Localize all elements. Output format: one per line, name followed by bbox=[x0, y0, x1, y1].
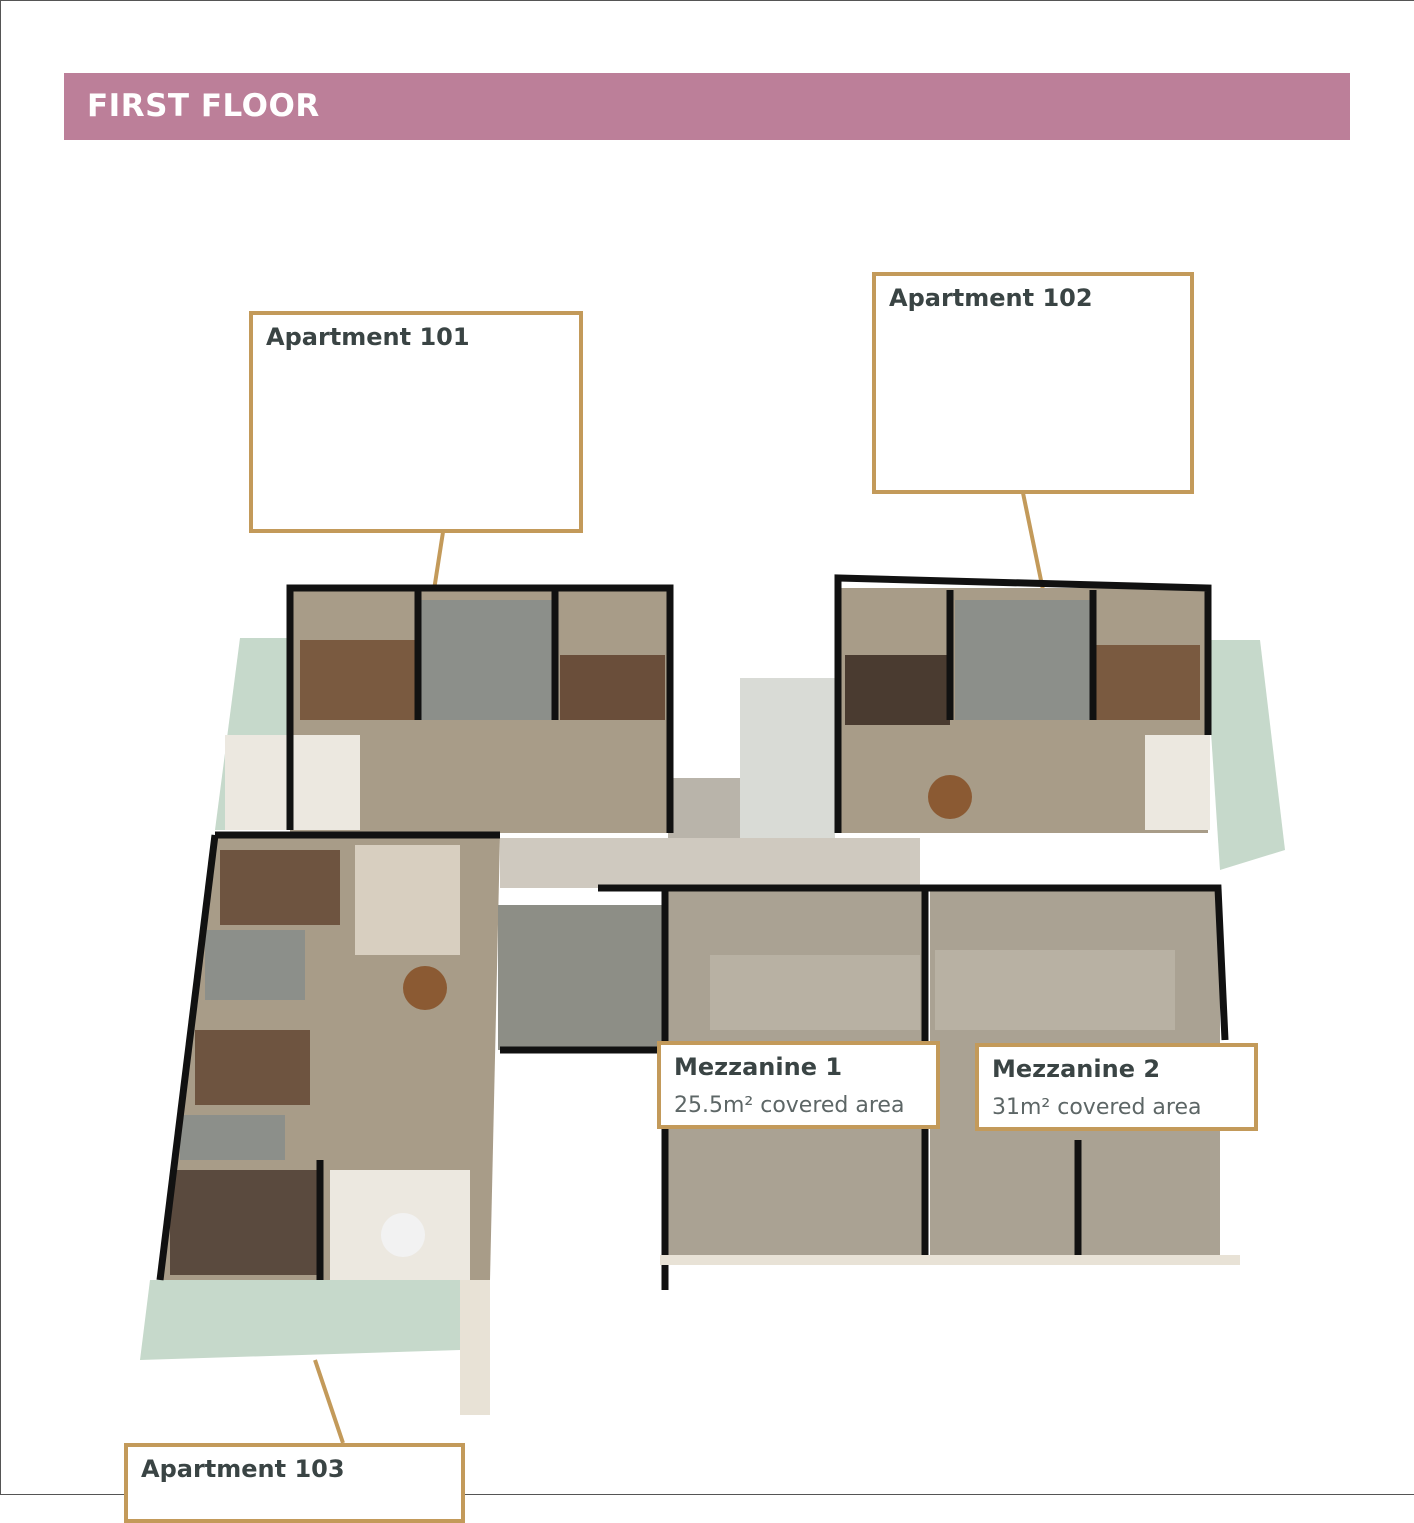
section-header: FIRST FLOOR bbox=[64, 73, 1350, 140]
mezzanine-1-title: Mezzanine 1 bbox=[674, 1053, 843, 1081]
void bbox=[498, 905, 663, 1050]
mezzanine-1-label: Mezzanine 1 25.5m² covered area bbox=[657, 1041, 940, 1129]
apartment-101-title: Apartment 101 bbox=[266, 323, 470, 351]
mezzanine-2-area: 31m² covered area bbox=[992, 1095, 1202, 1120]
terrace-102 bbox=[1205, 640, 1285, 870]
bathroom-101 bbox=[420, 600, 555, 720]
terrace-103 bbox=[140, 1280, 460, 1360]
leader-line-103 bbox=[313, 1359, 345, 1444]
bedroom-101-a bbox=[300, 640, 415, 720]
apartment-103-title: Apartment 103 bbox=[141, 1455, 345, 1483]
bathroom-103-b bbox=[180, 1115, 285, 1160]
section-title: FIRST FLOOR bbox=[87, 88, 320, 124]
dining-table-103 bbox=[403, 966, 447, 1010]
apartment-102-label: Apartment 102 bbox=[872, 272, 1194, 494]
bathroom-103-a bbox=[205, 930, 305, 1000]
apartment-101-label: Apartment 101 bbox=[249, 311, 583, 533]
mezzanine-2-title: Mezzanine 2 bbox=[992, 1055, 1161, 1083]
balcony-102 bbox=[1145, 735, 1210, 830]
apartment-102-title: Apartment 102 bbox=[889, 284, 1093, 312]
bedroom-103-a bbox=[220, 850, 340, 925]
kitchen-103 bbox=[355, 845, 460, 955]
leader-line-102 bbox=[1021, 492, 1045, 591]
mezzanine-1-deck bbox=[710, 955, 920, 1030]
mezzanine-2-deck bbox=[935, 950, 1175, 1030]
terrace-table-103 bbox=[381, 1213, 425, 1257]
apartment-103-label: Apartment 103 bbox=[124, 1443, 465, 1523]
leader-line-101 bbox=[432, 531, 445, 591]
stair-core bbox=[740, 678, 835, 838]
mezzanine-2-label: Mezzanine 2 31m² covered area bbox=[975, 1043, 1258, 1131]
mezzanine-1-area: 25.5m² covered area bbox=[674, 1093, 905, 1118]
bedroom-101-b bbox=[560, 655, 665, 720]
dining-table-102 bbox=[928, 775, 972, 819]
bedroom-103-b bbox=[195, 1030, 310, 1105]
boundary-wall bbox=[460, 1280, 490, 1415]
bedroom-102-b bbox=[1095, 645, 1200, 720]
mezzanine-edge bbox=[660, 1255, 1240, 1265]
corridor bbox=[500, 838, 920, 888]
bedroom-102-a bbox=[845, 655, 950, 725]
bedroom-103-c bbox=[170, 1170, 320, 1275]
bathroom-102 bbox=[955, 600, 1090, 720]
